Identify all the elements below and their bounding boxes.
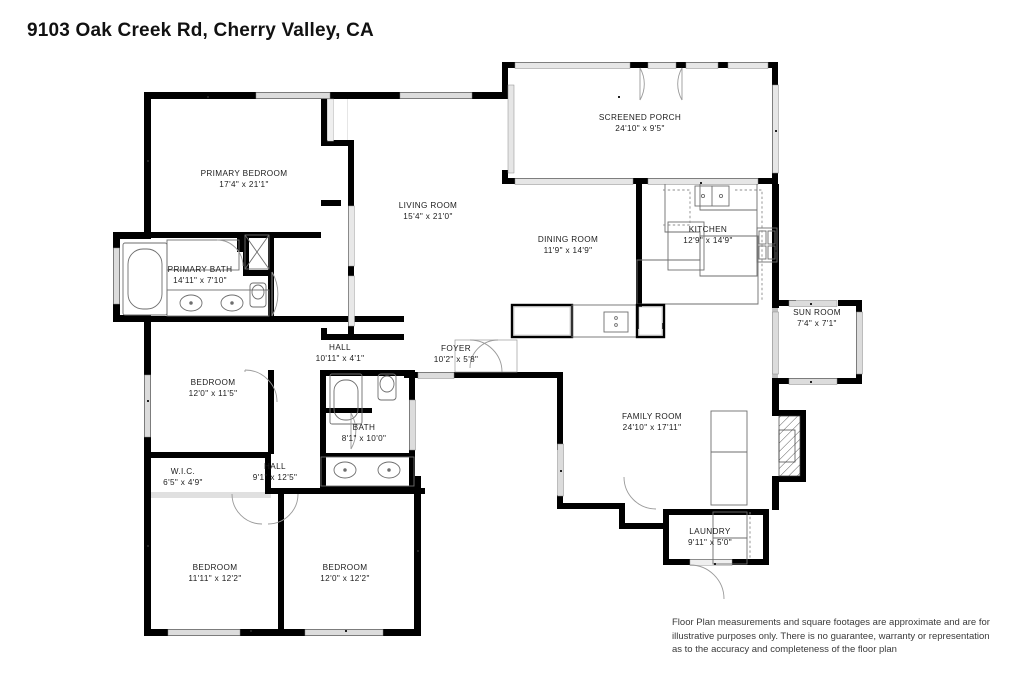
page-title: 9103 Oak Creek Rd, Cherry Valley, CA [27,20,374,41]
windows-group [113,62,863,636]
measurement-ticks [147,96,812,632]
disclaimer-text: Floor Plan measurements and square foota… [672,617,990,655]
fixtures-group [122,67,778,600]
walls-group [113,62,862,636]
